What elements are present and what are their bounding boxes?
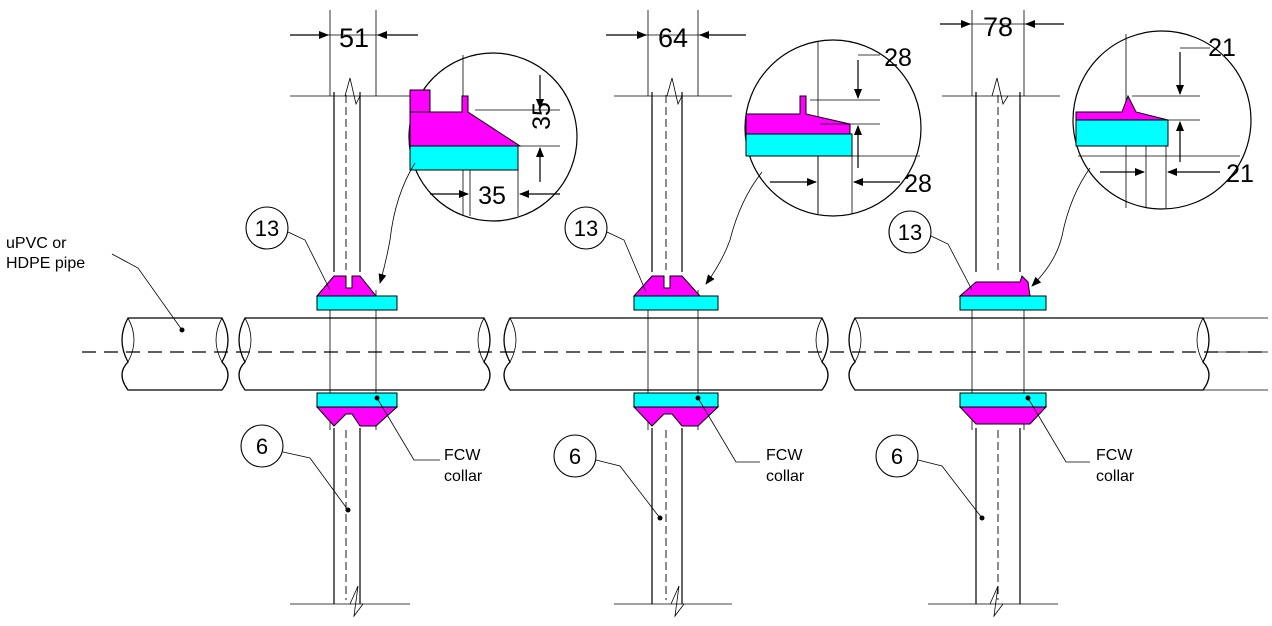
fcw-collar-top-1 [316, 295, 398, 311]
callout-6-bubble-2 [553, 434, 597, 478]
wall-thickness-1: 51 [339, 23, 369, 53]
assembly-3 [928, 10, 1252, 618]
callout-6-label-1: 6 [256, 434, 268, 459]
detail-2-horizontal: 28 [904, 170, 932, 198]
callout-13-label-3: 13 [898, 220, 922, 245]
callout-leaders [111, 206, 1090, 521]
detail-circle-1 [408, 52, 578, 222]
collar-label-1-line2: collar [444, 468, 483, 485]
wall-2 [614, 10, 732, 618]
assembly-1 [290, 10, 578, 618]
fcw-collar-top-3 [959, 295, 1047, 311]
wall-3 [928, 10, 1060, 618]
wall-thickness-3: 78 [983, 12, 1013, 42]
sealant-top-2 [632, 275, 702, 297]
detail-2-vertical: 28 [884, 44, 912, 72]
fcw-collar-top-2 [633, 295, 719, 311]
fcw-collar-bottom-2 [633, 392, 719, 408]
wall-thickness-2: 64 [658, 23, 688, 53]
callout-13-label-2: 13 [574, 216, 598, 241]
collar-label-2-line1: FCW [766, 447, 803, 464]
assembly-2 [606, 10, 922, 618]
pipe-label-line1: uPVC or [6, 235, 67, 252]
detail-1-vertical: 35 [528, 102, 556, 130]
collar-label-1-line1: FCW [444, 447, 481, 464]
detail-3-horizontal: 21 [1226, 160, 1254, 188]
detail-circle-3 [1072, 30, 1252, 210]
sealant-bottom-2 [632, 406, 720, 427]
collar-label-2-line2: collar [766, 468, 805, 485]
callout-6-label-3: 6 [891, 444, 903, 469]
pipe-label-line2: HDPE pipe [6, 255, 85, 272]
fcw-collar-bottom-3 [959, 392, 1047, 408]
callout-6-label-2: 6 [569, 444, 581, 469]
sealant-bottom-1 [315, 406, 399, 427]
pipe [82, 317, 1268, 391]
sealant-top-3 [958, 275, 1031, 297]
sealant-top-1 [315, 275, 378, 297]
collar-label-3-line2: collar [1096, 468, 1135, 485]
detail-circle-2 [744, 39, 922, 217]
detail-3-vertical: 21 [1208, 34, 1236, 62]
fcw-collar-bottom-1 [316, 392, 398, 408]
callout-13-bubble-2 [564, 206, 608, 250]
collar-label-3-line1: FCW [1096, 447, 1133, 464]
callout-13-bubble-3 [888, 210, 932, 254]
detail-1-horizontal: 35 [478, 182, 506, 210]
callout-6-bubble-3 [875, 434, 919, 478]
callout-13-label-1: 13 [255, 216, 279, 241]
callout-13-bubble-1 [245, 206, 289, 250]
sealant-bottom-3 [958, 406, 1048, 425]
callout-6-bubble-1 [240, 424, 284, 468]
wall-1 [290, 10, 410, 618]
